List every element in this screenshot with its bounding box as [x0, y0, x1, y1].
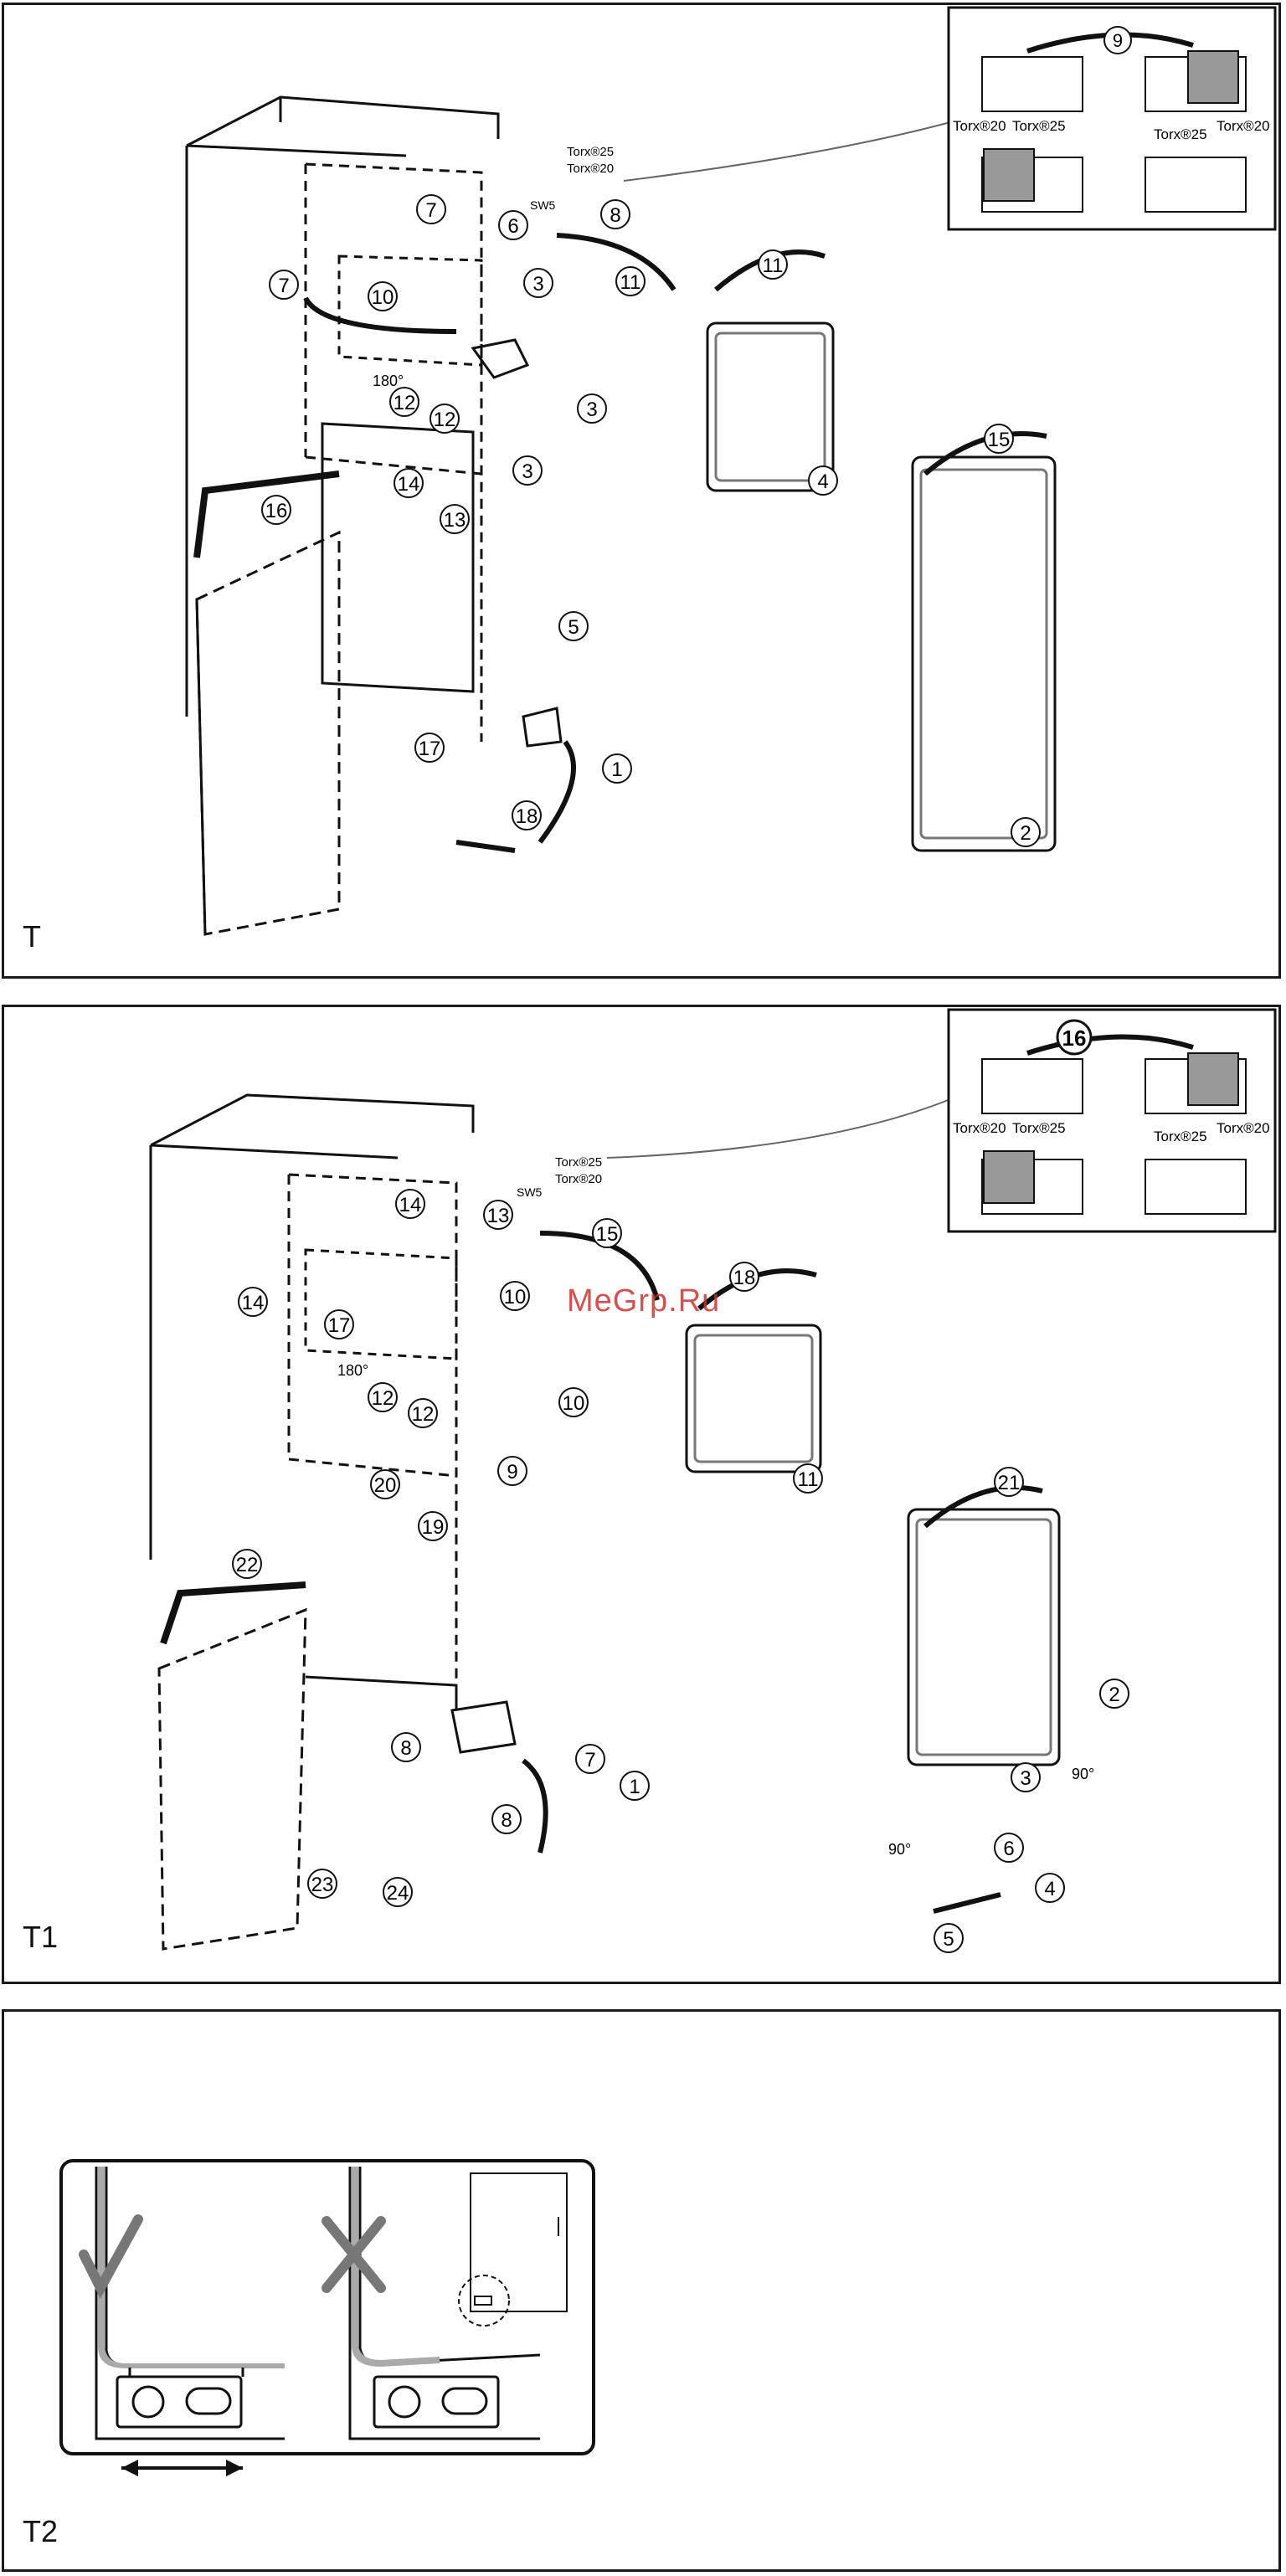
svg-text:5: 5: [943, 1928, 954, 1951]
svg-text:Torx®20: Torx®20: [1217, 1120, 1270, 1136]
svg-text:11: 11: [763, 255, 784, 277]
svg-text:180°: 180°: [373, 373, 404, 389]
svg-text:180°: 180°: [337, 1362, 368, 1379]
svg-text:12: 12: [434, 409, 456, 431]
svg-text:Torx®25: Torx®25: [1012, 1120, 1066, 1136]
svg-text:Torx®25: Torx®25: [555, 1155, 602, 1170]
svg-text:Torx®20: Torx®20: [953, 1120, 1006, 1136]
svg-text:15: 15: [596, 1223, 619, 1246]
svg-text:20: 20: [374, 1474, 397, 1497]
svg-text:10: 10: [372, 286, 394, 309]
panel-label: T2: [23, 2514, 58, 2549]
svg-text:SW5: SW5: [530, 198, 556, 212]
svg-text:SW5: SW5: [517, 1185, 543, 1199]
svg-text:Torx®25: Torx®25: [1154, 1129, 1207, 1144]
svg-text:Torx®20: Torx®20: [1217, 118, 1270, 134]
svg-text:8: 8: [400, 1737, 411, 1760]
svg-text:12: 12: [394, 392, 416, 414]
svg-text:10: 10: [563, 1392, 585, 1415]
svg-text:18: 18: [516, 805, 538, 828]
svg-text:9: 9: [507, 1461, 517, 1483]
svg-text:16: 16: [1062, 1026, 1087, 1051]
svg-text:90°: 90°: [888, 1841, 911, 1858]
panel-t2-drawing: [4, 2012, 1278, 2569]
panel-t1-drawing: 16 Torx®20 Torx®25 Torx®25 Torx®20 1 2 3…: [4, 1007, 1278, 1982]
svg-text:7: 7: [425, 199, 436, 222]
svg-text:Torx®20: Torx®20: [567, 162, 614, 176]
svg-text:9: 9: [1113, 30, 1123, 51]
svg-text:5: 5: [568, 616, 579, 639]
svg-text:11: 11: [620, 271, 641, 294]
svg-text:13: 13: [444, 509, 466, 532]
svg-text:Torx®25: Torx®25: [1154, 126, 1207, 142]
svg-text:14: 14: [399, 1194, 422, 1216]
svg-text:3: 3: [586, 398, 597, 421]
svg-text:2: 2: [1020, 822, 1031, 845]
svg-text:Torx®25: Torx®25: [1012, 118, 1066, 134]
svg-text:2: 2: [1109, 1684, 1119, 1706]
svg-text:18: 18: [733, 1267, 756, 1289]
panel-t: 9 Torx®20 Torx®25 Torx®25 Torx®20 1 2 3 …: [2, 3, 1281, 979]
panel-label: T1: [23, 1920, 58, 1955]
svg-text:7: 7: [584, 1749, 595, 1771]
svg-text:14: 14: [242, 1292, 265, 1314]
svg-text:6: 6: [507, 215, 518, 238]
torx20-label: Torx®20: [953, 118, 1006, 134]
svg-text:12: 12: [412, 1403, 435, 1426]
svg-text:8: 8: [501, 1809, 512, 1832]
svg-text:15: 15: [988, 429, 1011, 451]
svg-text:16: 16: [265, 500, 288, 522]
panel-t-drawing: 9 Torx®20 Torx®25 Torx®25 Torx®20 1 2 3 …: [4, 5, 1278, 976]
svg-text:17: 17: [328, 1314, 351, 1337]
svg-text:14: 14: [398, 473, 420, 496]
svg-text:11: 11: [798, 1468, 819, 1491]
svg-text:3: 3: [532, 273, 543, 296]
svg-text:19: 19: [422, 1516, 445, 1539]
svg-text:10: 10: [504, 1286, 527, 1309]
svg-text:3: 3: [1020, 1767, 1031, 1790]
svg-text:17: 17: [419, 738, 441, 760]
svg-text:13: 13: [487, 1205, 510, 1227]
svg-text:8: 8: [610, 204, 620, 227]
svg-text:4: 4: [817, 470, 828, 493]
svg-text:4: 4: [1044, 1878, 1055, 1900]
svg-text:7: 7: [278, 275, 289, 297]
svg-text:12: 12: [372, 1387, 394, 1410]
svg-text:1: 1: [611, 758, 622, 781]
svg-text:21: 21: [998, 1472, 1021, 1494]
panel-t1: 16 Torx®20 Torx®25 Torx®25 Torx®20 1 2 3…: [2, 1005, 1281, 1984]
svg-text:23: 23: [311, 1874, 334, 1896]
svg-text:24: 24: [387, 1882, 409, 1905]
svg-text:1: 1: [629, 1776, 640, 1798]
panel-label: T: [23, 919, 41, 954]
watermark: MeGrp.Ru: [567, 1283, 720, 1319]
panel-t2: T2: [2, 2009, 1281, 2572]
svg-text:22: 22: [236, 1554, 259, 1576]
svg-text:Torx®25: Torx®25: [567, 145, 614, 159]
svg-text:90°: 90°: [1072, 1766, 1094, 1782]
svg-text:Torx®20: Torx®20: [555, 1172, 602, 1186]
svg-text:3: 3: [522, 460, 532, 483]
svg-text:6: 6: [1003, 1838, 1014, 1860]
